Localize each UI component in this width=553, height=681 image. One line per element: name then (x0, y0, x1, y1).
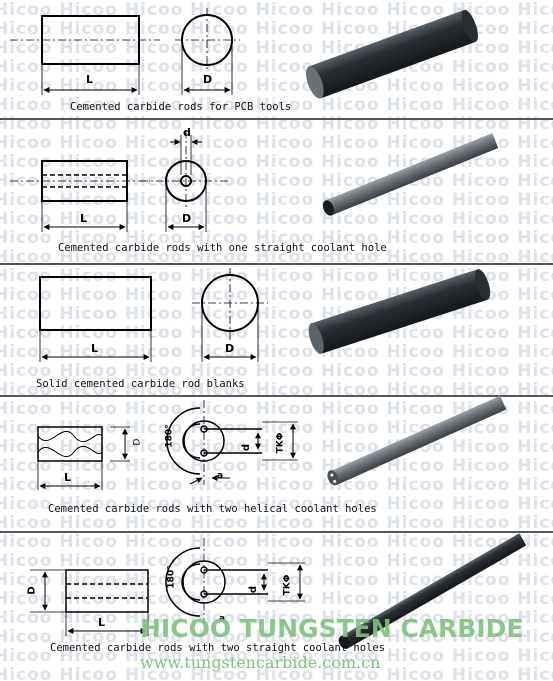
dim-diameter-label: D (225, 342, 235, 355)
panel-separator (0, 118, 553, 120)
caption-panel-2: Cemented carbide rods with one straight … (58, 242, 387, 254)
panel-separator (0, 395, 553, 397)
dim-pitch-label: TKΦ (282, 574, 293, 596)
dim-pitch-label: TKΦ (275, 432, 286, 454)
caption-panel-3: Solid cemented carbide rod blanks (36, 378, 245, 390)
dim-length-label: L (80, 212, 88, 225)
dim-hole-label: d (248, 585, 260, 594)
caption-panel-5: Cemented carbide rods with two straight … (50, 642, 386, 654)
dim-length-label: L (64, 471, 72, 484)
panel-1-drawing (10, 8, 478, 99)
panel-separator (0, 531, 553, 533)
dim-offset-label: a (219, 614, 226, 624)
dim-diameter-label: D (182, 212, 192, 225)
panel-2-drawing (10, 130, 499, 232)
dim-length-label: L (98, 616, 106, 629)
dim-length-label: L (91, 342, 99, 355)
dim-angle-label: 180° (166, 565, 177, 589)
panel-3-drawing (39, 268, 491, 362)
panel-4-drawing (37, 395, 507, 490)
dim-angle-label: 180° (164, 424, 175, 448)
dim-length-label: L (86, 73, 94, 86)
website-link[interactable]: www.tungstencarbide.com.cn (140, 653, 381, 672)
panel-separator (0, 263, 553, 265)
rod-photo (306, 9, 478, 99)
dim-diameter-label: D (203, 73, 213, 86)
dim-diameter-label: D (26, 586, 38, 595)
dim-diameter-label: D (132, 438, 143, 446)
caption-panel-4: Cemented carbide rods with two helical c… (48, 503, 377, 515)
caption-panel-1: Cemented carbide rods for PCB tools (70, 101, 292, 113)
panel-5-drawing (30, 533, 527, 649)
brand-logo-text: HICOO TUNGSTEN CARBIDE (140, 614, 524, 643)
dim-hole-label: d (183, 126, 191, 139)
dim-offset-label: a (217, 471, 224, 481)
dim-hole-label: d (241, 443, 253, 452)
